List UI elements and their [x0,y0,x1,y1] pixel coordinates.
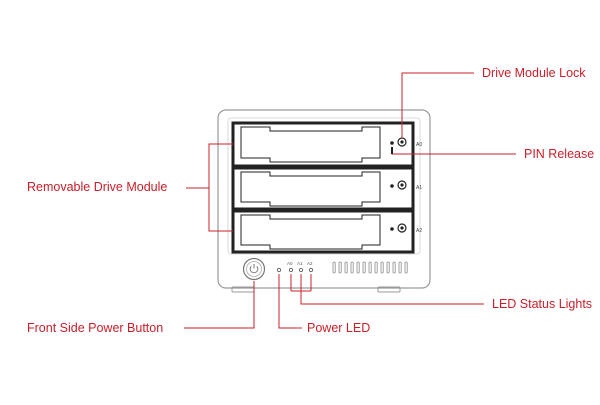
callout-led-status-lights: LED Status Lights [492,297,593,311]
leader-power-led [278,274,302,329]
vent-slot [374,261,378,274]
lock-icon[interactable] [397,180,407,190]
vent-slot [380,261,384,274]
leader-led-status-lights [300,274,484,305]
vent-slot [362,261,366,274]
vent-slot [368,261,372,274]
bay-label-a1: A1 [416,185,422,191]
foot-right [377,286,401,293]
enclosure-inner-frame [227,117,421,255]
leader-front-power-button [184,281,255,329]
callout-front-power-button: Front Side Power Button [27,321,164,335]
power-led [276,267,281,272]
callout-removable-drive-module: Removable Drive Module [27,180,168,194]
vent-slot [398,261,402,274]
vent-slot [404,261,408,274]
drive-bay-a2[interactable] [231,209,415,254]
led-label-a1: A1 [297,261,303,266]
vent-slot [332,261,336,274]
callout-drive-module-lock: Drive Module Lock [482,66,586,80]
status-led-a0 [288,267,293,272]
led-label-a2: A2 [307,261,313,266]
lock-icon[interactable] [397,223,407,233]
vent-slot [392,261,396,274]
front-power-button[interactable] [242,257,266,281]
drive-bay-a0[interactable] [231,121,415,168]
vent-slot [386,261,390,274]
power-icon [249,264,259,274]
led-label-a0: A0 [287,261,293,266]
vent-slot [344,261,348,274]
vent-slot [338,261,342,274]
status-led-a1 [298,267,303,272]
vent-slot [350,261,354,274]
vent-slot [356,261,360,274]
drive-bay-a1[interactable] [231,166,415,211]
bay-label-a2: A2 [416,228,422,234]
bay-label-a0: A0 [416,142,422,148]
leader-drive-module-lock [401,72,474,138]
status-led-a2 [308,267,313,272]
callout-pin-release: PIN Release [524,147,595,161]
vent-grille [332,261,408,274]
callout-power-led: Power LED [307,321,371,335]
callout-lines [184,72,516,329]
